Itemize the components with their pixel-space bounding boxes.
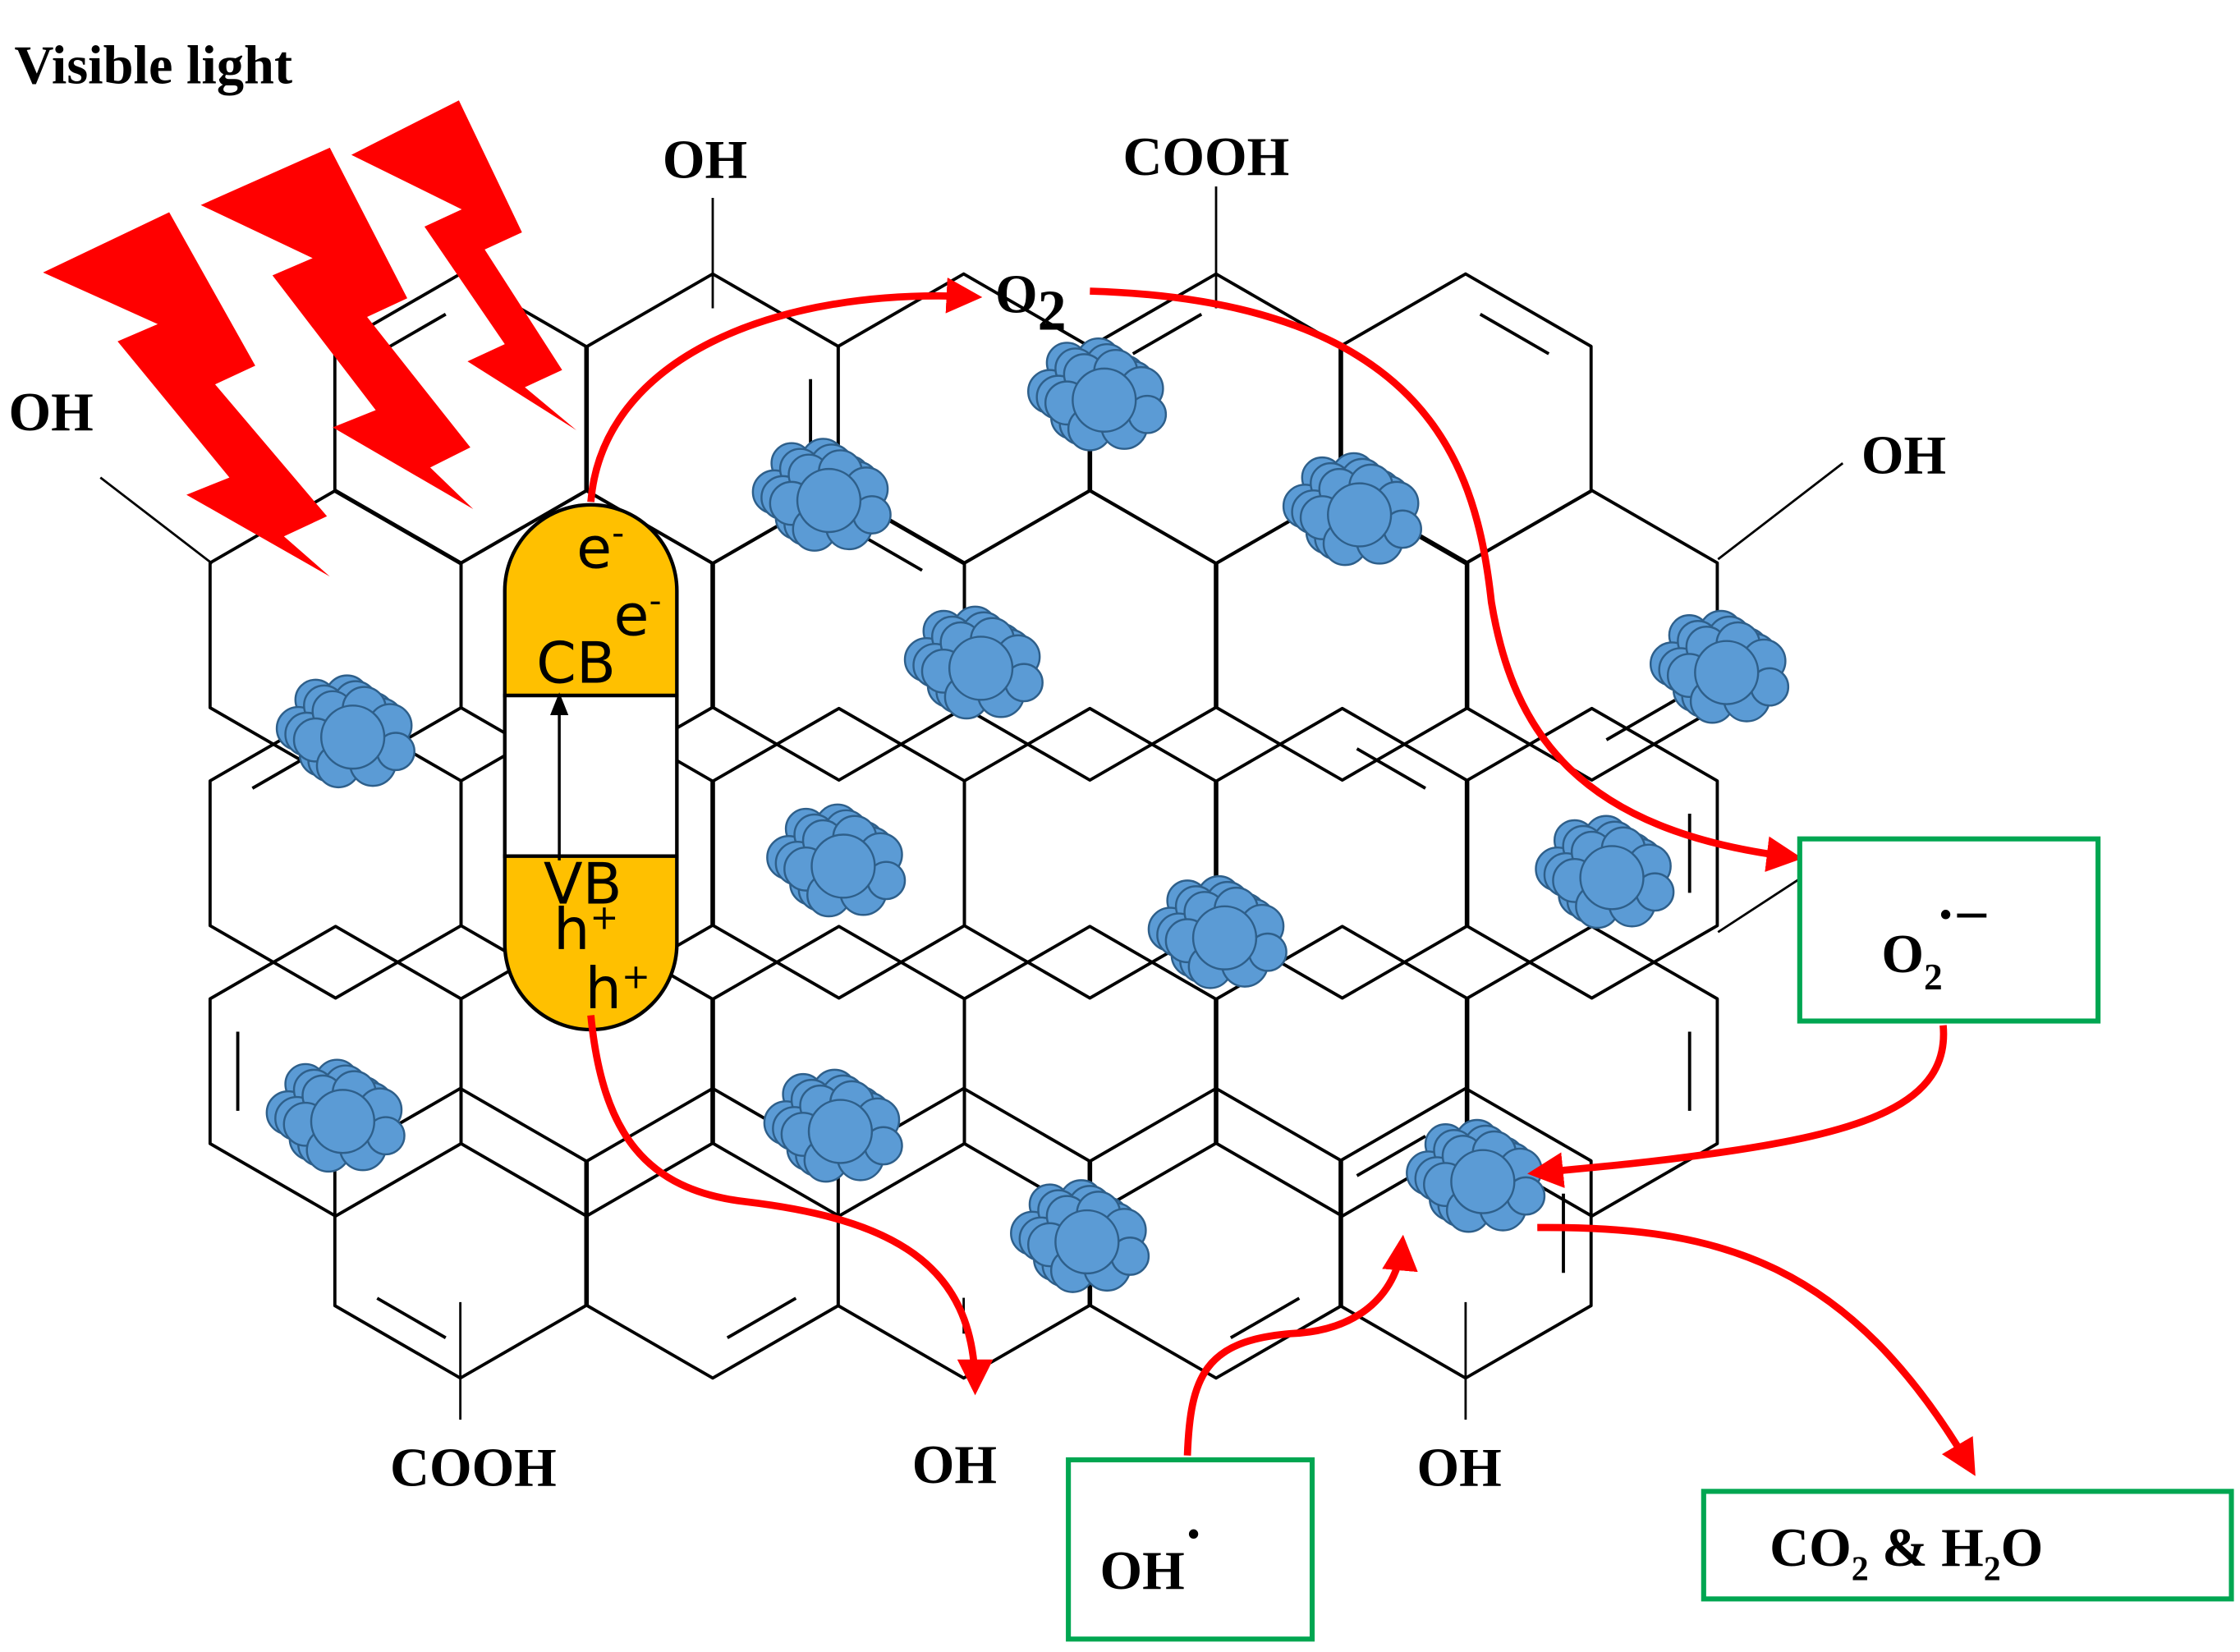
electron-label-2: e- [613,580,661,649]
arrow-np-to-products [1537,1223,1976,1476]
double-bond-line [1131,313,1203,356]
vb-label: VB [544,851,622,917]
lightning-bolt-icon [200,147,474,510]
nanoparticle-cluster-icon [1649,609,1790,724]
semiconductor-band-capsule: e- e- CB VB h+ h+ [503,502,679,1032]
cooh-bottom-label: COOH [390,1438,557,1498]
double-bond-line [1479,313,1550,356]
arrow-superoxide-to-np [1527,1025,1948,1188]
nanoparticle-cluster-icon [1535,815,1675,929]
double-bond-line [1605,699,1676,741]
nanoparticle-cluster-icon [763,1068,903,1183]
nanoparticle-cluster-icon [1010,1179,1150,1293]
double-bond-line [376,1296,447,1339]
superoxide-box [1797,836,2101,1024]
nanoparticle-cluster-icon [265,1058,406,1173]
nanoparticles [265,337,1790,1293]
nanoparticle-cluster-icon [1282,452,1422,567]
nanoparticle-cluster-icon [766,803,907,918]
arrow-cb-to-o2 [587,278,983,502]
oh-left-label: OH [8,383,93,443]
double-bond-line [726,1296,797,1339]
hole-label-1: h+ [553,897,618,963]
double-bond-line [1356,1135,1426,1177]
superoxide-label: O2•– [1881,879,1986,998]
nanoparticle-cluster-icon [1406,1118,1546,1233]
substituent-bonds [99,186,1851,1420]
arrow-vb-to-oh [587,1015,994,1396]
lightning-bolts [43,100,577,577]
nanoparticle-cluster-icon [751,438,892,552]
final-products-box [1701,1489,2234,1602]
benzene-ring [1464,706,1719,1000]
double-bond-line [1229,1296,1301,1339]
arrow-ohradical-to-np [1183,1234,1418,1456]
hydroxyl-radical-label: OH• [1100,1517,1200,1601]
co2-h2o-label: CO2 & H2O [1770,1518,2043,1588]
lightning-bolt-icon [43,212,330,577]
hydroxyl-radical-box [1066,1457,1315,1642]
nanoparticle-cluster-icon [1027,337,1168,452]
electron-label-1: e- [576,513,624,582]
oh-bottom-right-label: OH [1417,1438,1502,1498]
benzene-ring [1464,489,1719,782]
oh-right-label: OH [1861,425,1946,485]
nanoparticle-cluster-icon [275,674,415,789]
oh-bottom-mid-label: OH [912,1435,997,1495]
hole-label-2: h+ [585,956,650,1022]
reaction-arrows [587,278,1976,1476]
oh-top-label: OH [663,131,747,190]
arrow-o2-to-superoxide [1090,287,1803,872]
double-bond-line [1356,747,1426,790]
visible-light-label: Visible light [14,35,292,95]
cb-label: CB [536,630,616,696]
band-gap [503,693,679,858]
cooh-top-label: COOH [1122,127,1289,187]
conduction-band [503,502,679,698]
nanoparticle-cluster-icon [903,605,1044,720]
oxygen-label: O2 [995,265,1067,343]
lightning-bolt-icon [351,100,577,430]
